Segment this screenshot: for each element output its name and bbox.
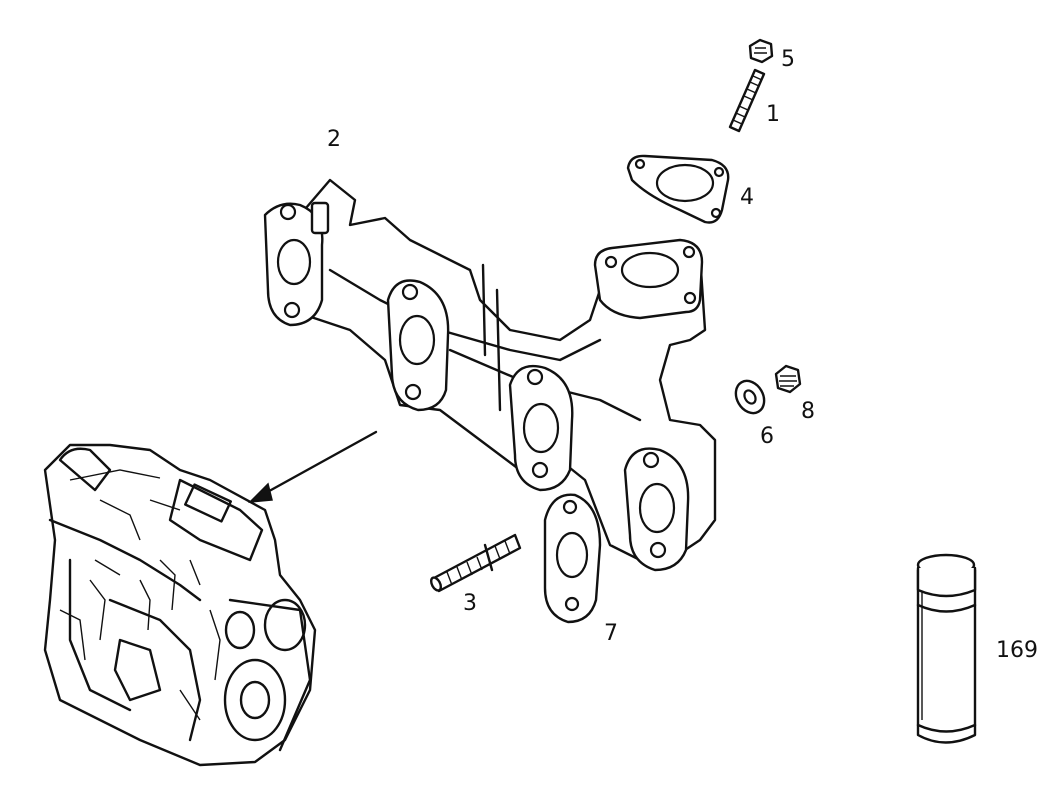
callout-7: 7	[604, 621, 618, 646]
nut-top	[748, 38, 774, 64]
washer	[734, 379, 766, 415]
engine-location-thumbnail	[43, 443, 317, 767]
nut-side	[774, 364, 802, 394]
callout-169: 169	[996, 638, 1038, 663]
sleeve-tool	[916, 553, 977, 744]
callout-8: 8	[801, 399, 815, 424]
callout-3: 3	[463, 591, 477, 616]
callout-6: 6	[760, 424, 774, 449]
callout-5: 5	[781, 47, 795, 72]
callout-2: 2	[327, 127, 341, 152]
callout-1: 1	[766, 102, 780, 127]
stud	[728, 68, 766, 133]
exhaust-manifold	[263, 178, 717, 572]
location-arrow	[248, 430, 378, 503]
port-gasket	[543, 493, 602, 624]
callout-4: 4	[740, 185, 754, 210]
manifold-stud	[429, 533, 522, 593]
outlet-gasket	[626, 154, 730, 224]
